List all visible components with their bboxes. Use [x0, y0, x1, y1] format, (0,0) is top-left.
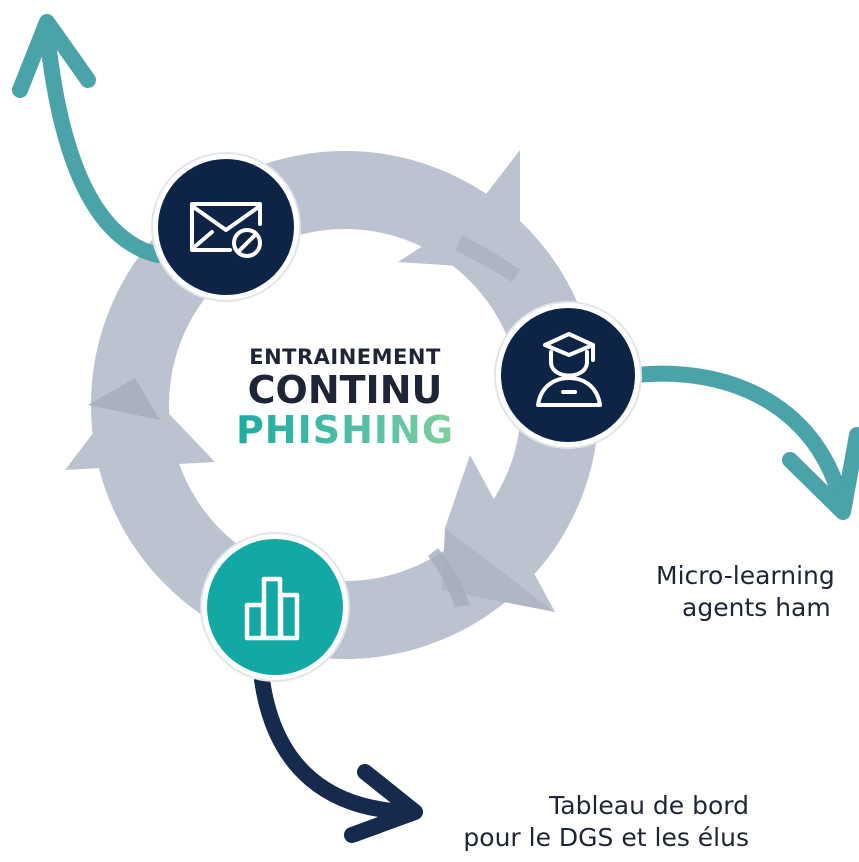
graduate-icon	[536, 332, 602, 407]
arrow-bottom	[254, 672, 423, 843]
cycle-arrowhead-left-shade	[88, 378, 160, 420]
arrow-bottom-shaft	[254, 672, 418, 820]
node-email-disc	[158, 159, 294, 295]
envelope-blocked-icon	[190, 202, 262, 258]
caption-dashboard-line1: Tableau de bord	[549, 791, 749, 820]
caption-dashboard-line2: pour le DGS et les élus	[463, 823, 749, 852]
arrow-top-left-head	[12, 14, 96, 98]
cycle-shadow-right	[428, 548, 470, 607]
arrow-right-shaft	[627, 365, 850, 513]
arrow-top-left-shaft	[39, 24, 166, 263]
node-dashboard	[200, 532, 350, 682]
arrow-top-left	[12, 14, 166, 263]
caption-micro-line2: agents ham	[682, 593, 831, 622]
arrow-right-head	[782, 427, 859, 520]
cycle-arrowhead-right-shade	[442, 528, 555, 612]
node-dashboard-disc	[207, 539, 343, 675]
title-phishing: PHISHING	[222, 411, 468, 449]
arrow-bottom-head	[344, 764, 423, 843]
node-training	[494, 301, 642, 449]
cycle-arrowhead-right	[445, 455, 555, 612]
cycle-arrowhead-left	[65, 378, 215, 470]
cycle-arrowhead-top	[470, 150, 520, 270]
title-entrainement: ENTRAINEMENT	[249, 345, 441, 369]
caption-micro-line1: Micro-learning	[656, 561, 835, 590]
node-email-blocked	[151, 152, 301, 302]
arrow-right	[627, 365, 859, 520]
bar-chart-icon	[244, 576, 300, 641]
cycle-shadow-top	[455, 235, 520, 282]
caption-dashboard: Tableau de bord pour le DGS et les élus	[463, 790, 749, 854]
title-continu: CONTINU	[247, 368, 443, 412]
caption-micro-learning: Micro-learning agents ham	[656, 560, 835, 624]
